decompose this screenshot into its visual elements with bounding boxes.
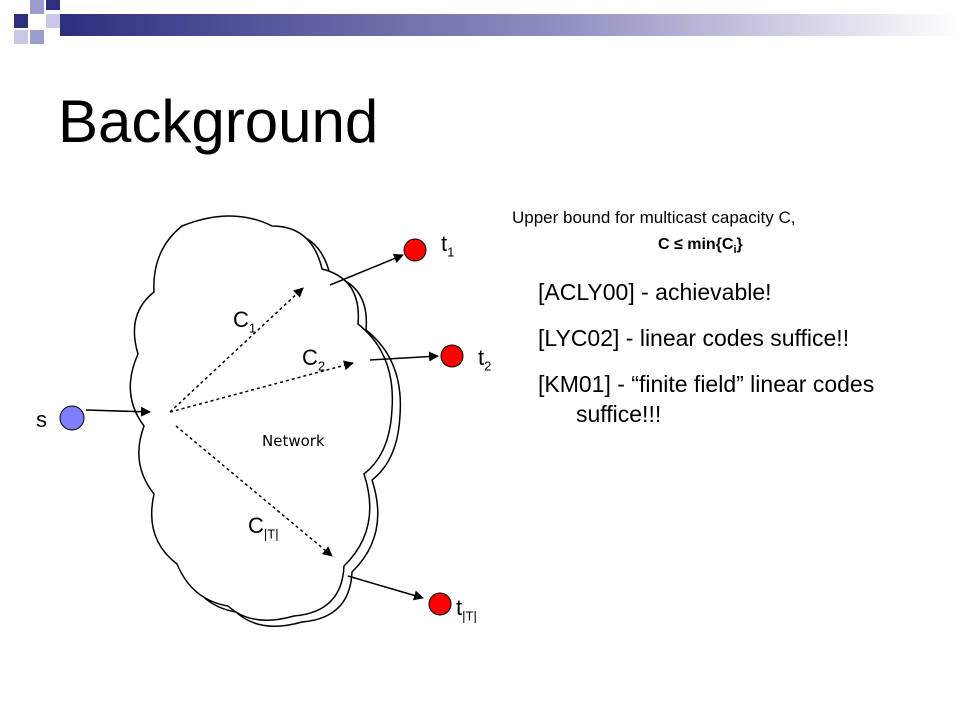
sink-label-1: t1 [441,232,454,264]
network-cloud [129,215,394,621]
slide-title: Background [58,88,379,155]
banner-square [14,30,28,44]
capacity-label-base: C [233,307,249,332]
reference-item: [ACLY00] - achievable! [538,279,772,305]
sink-label-base: t [441,231,448,256]
capacity-label-T: C|T| [248,514,279,546]
sink-label-2: t2 [478,346,491,378]
capacity-label-base: C [302,345,318,370]
capacity-formula: C ≤ min{Ci} [658,236,743,256]
source-label: s [36,407,47,432]
reference-list: [ACLY00] - achievable! [LYC02] - linear … [538,277,960,445]
sink-label-sub: 1 [447,244,455,260]
source-edge [85,406,151,417]
capacity-path-T [175,425,333,557]
formula-rhs: } [736,236,743,253]
formula-subscript: i [733,244,737,257]
capacity-label-2: C2 [302,346,325,378]
sink-node-2 [440,344,464,368]
sink-edge-2 [369,351,439,362]
banner-square [30,30,44,44]
sink-label-base: t [478,345,485,370]
capacity-label-sub: |T| [263,526,279,542]
sink-edge-1 [329,253,404,286]
banner-gradient-bar [60,14,960,36]
sink-label-base: t [456,595,463,620]
sink-label-sub: |T| [462,608,477,624]
banner-square [46,0,60,10]
sink-edge-T [347,575,424,601]
capacity-label-sub: 1 [248,320,257,336]
source-node [59,405,85,431]
banner-square [30,0,44,14]
reference-item: [KM01] - “finite field” linear codes suf… [538,371,875,427]
reference-item: [LYC02] - linear codes suffice!! [538,325,850,351]
network-label: Network [262,432,325,450]
capacity-label-base: C [248,513,264,538]
banner-square [46,14,60,28]
upper-bound-text: Upper bound for multicast capacity C, [512,208,796,227]
capacity-path-1 [169,287,304,413]
sink-node-T [428,592,452,616]
sink-node-1 [403,238,427,262]
capacity-label-1: C1 [233,308,256,340]
sink-label-T: t|T| [456,596,477,628]
formula-lhs: C ≤ min{C [658,236,734,253]
header-banner [14,0,960,44]
banner-square [14,14,28,28]
sink-label-sub: 2 [484,358,492,374]
capacity-path-2 [169,360,354,413]
capacity-label-sub: 2 [317,358,326,374]
